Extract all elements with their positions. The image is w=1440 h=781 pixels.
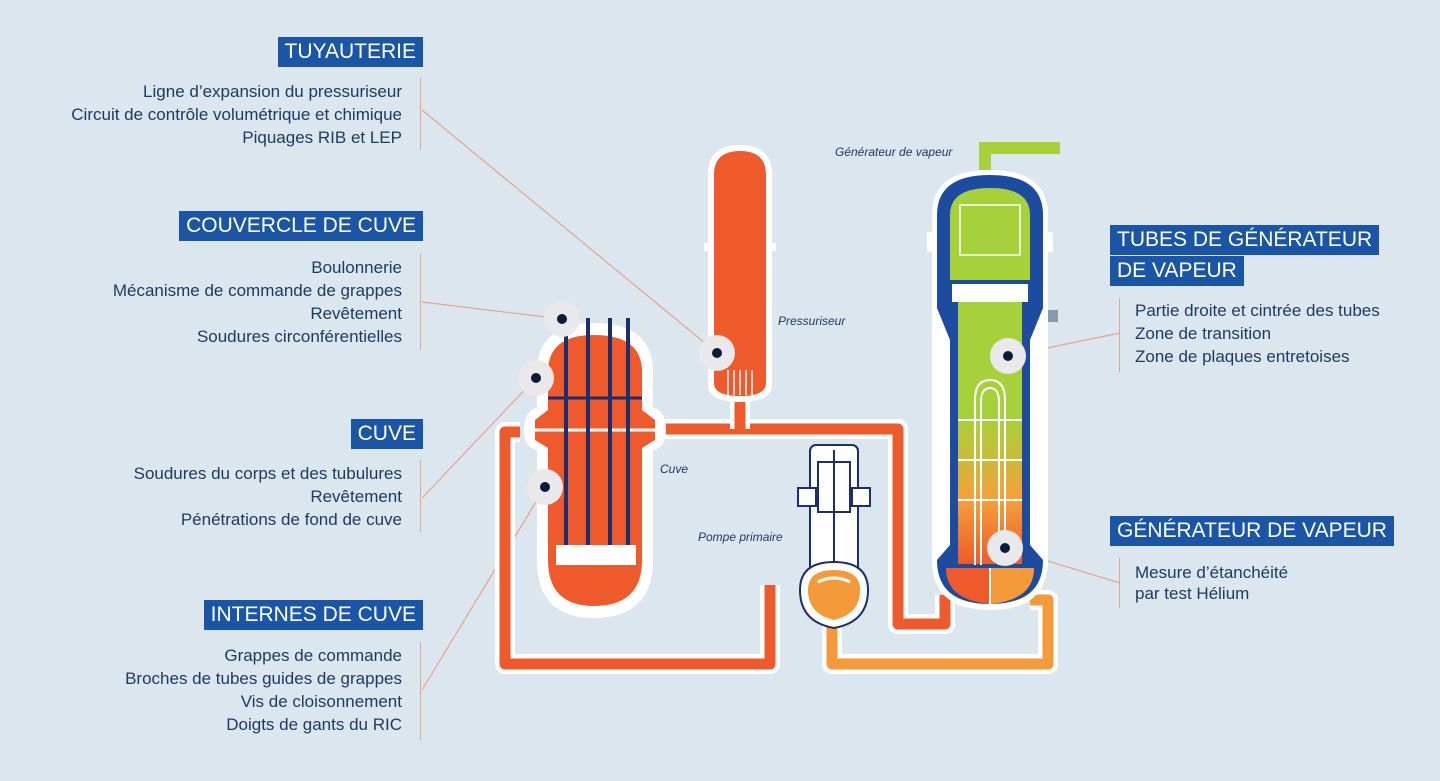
heading-couvercle: COUVERCLE DE CUVE	[179, 211, 423, 241]
divider	[420, 642, 421, 740]
list-item: Vis de cloisonnement	[240, 692, 402, 711]
list-item: par test Hélium	[1135, 584, 1250, 603]
heading-gv: GÉNÉRATEUR DE VAPEUR	[1110, 516, 1394, 546]
list-item: Soudures circonférentielles	[196, 327, 402, 346]
list-item: Zone de transition	[1135, 324, 1272, 343]
divider	[420, 254, 421, 350]
list-item: Circuit de contrôle volumétrique et chim…	[71, 105, 402, 124]
primary-pump	[797, 444, 871, 630]
leader-tuyauterie	[421, 109, 718, 354]
list-tubes-gv: Partie droite et cintrée des tubes Zone …	[1135, 299, 1380, 368]
label-cuve: Cuve	[660, 462, 689, 476]
list-item: Doigts de gants du RIC	[226, 715, 402, 734]
divider	[420, 460, 421, 532]
list-item: Pénétrations de fond de cuve	[180, 510, 402, 529]
list-internes: Grappes de commande Broches de tubes gui…	[125, 644, 402, 736]
list-item: Soudures du corps et des tubulures	[133, 464, 402, 483]
primary-loop	[495, 400, 1058, 674]
list-item: Revêtement	[310, 304, 402, 323]
list-item: Mécanisme de commande de grappes	[112, 281, 402, 300]
list-tuyauterie: Ligne d’expansion du pressuriseur Circui…	[71, 80, 402, 149]
divider	[420, 78, 421, 150]
heading-internes: INTERNES DE CUVE	[203, 600, 423, 630]
steam-generator	[927, 142, 1060, 610]
marker-tubes-gv	[990, 338, 1026, 374]
list-item: Revêtement	[310, 487, 402, 506]
reactor-vessel	[523, 318, 667, 619]
list-item: Broches de tubes guides de grappes	[125, 669, 402, 688]
heading-tuyauterie: TUYAUTERIE	[277, 37, 423, 67]
list-item: Piquages RIB et LEP	[242, 128, 402, 147]
list-item: Boulonnerie	[311, 258, 402, 277]
heading-tubes-gv-line1: TUBES DE GÉNÉRATEUR	[1110, 225, 1380, 255]
divider	[1119, 298, 1120, 372]
list-gv: Mesure d’étanchéité par test Hélium	[1135, 562, 1288, 604]
label-generateur: Générateur de vapeur	[835, 145, 953, 159]
marker-cuve	[518, 360, 554, 396]
label-pompe: Pompe primaire	[698, 530, 783, 544]
leader-couvercle	[421, 301, 563, 320]
heading-cuve: CUVE	[350, 419, 423, 449]
leader-cuve	[421, 377, 537, 499]
list-item: Grappes de commande	[224, 646, 402, 665]
list-couvercle: Boulonnerie Mécanisme de commande de gra…	[113, 256, 402, 348]
marker-gv	[987, 530, 1023, 566]
list-item: Zone de plaques entretoises	[1135, 347, 1350, 366]
list-item: Partie droite et cintrée des tubes	[1135, 301, 1380, 320]
heading-tubes-gv-line2: DE VAPEUR	[1110, 256, 1244, 286]
marker-tuyauterie	[699, 335, 735, 371]
list-item: Mesure d’étanchéité	[1135, 563, 1289, 582]
marker-internes	[527, 469, 563, 505]
list-item: Ligne d’expansion du pressuriseur	[143, 82, 402, 101]
marker-couvercle	[544, 301, 580, 337]
list-cuve: Soudures du corps et des tubulures Revêt…	[134, 462, 402, 531]
leader-internes	[421, 486, 546, 691]
leader-lines	[421, 109, 1121, 691]
markers	[518, 301, 1026, 566]
divider	[1119, 558, 1120, 608]
label-pressuriseur: Pressuriseur	[778, 314, 846, 328]
